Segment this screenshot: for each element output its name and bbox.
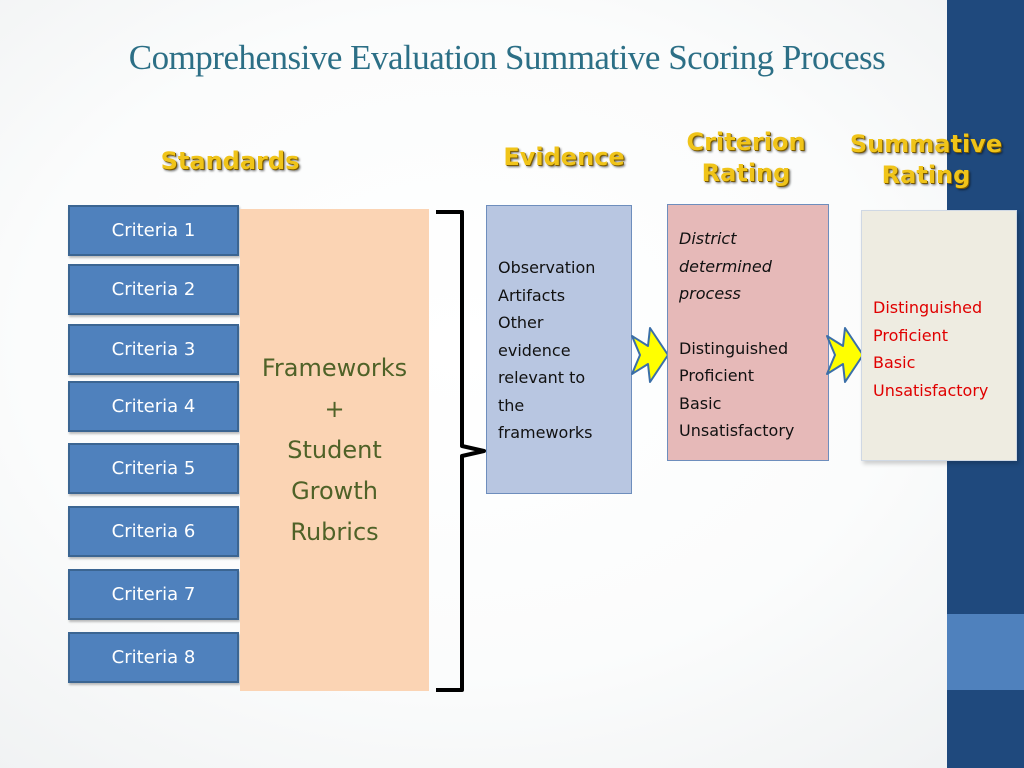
criteria-box: Criteria 8 [68,632,239,683]
criteria-box: Criteria 7 [68,569,239,620]
criterion-level: Basic [679,393,722,413]
summative-level: Distinguished [873,298,983,317]
frameworks-line: + [324,394,345,423]
summative-rating-box: Distinguished Proficient Basic Unsatisfa… [861,210,1017,461]
evidence-line: Other [498,313,544,332]
sidebar-accent [947,614,1024,690]
header-summative-line: Summative [849,130,1003,158]
criterion-level: Unsatisfactory [679,421,795,440]
criteria-box: Criteria 5 [68,443,239,494]
evidence-box: Observation Artifacts Other evidence rel… [486,205,632,494]
header-summative-rating: Summative Rating [826,129,1024,191]
evidence-line: frameworks [498,423,593,442]
evidence-line: Artifacts [498,285,566,305]
evidence-line: Observation [498,258,596,277]
right-brace-icon [436,210,486,692]
frameworks-line: Rubrics [290,517,379,546]
criterion-rating-box: District determined process Distinguishe… [667,204,829,461]
frameworks-line: Frameworks [261,353,408,382]
summative-level: Proficient [873,325,948,345]
spacer [679,308,828,335]
criteria-box: Criteria 6 [68,506,239,557]
header-summative-line: Rating [881,161,971,189]
header-criterion-rating: Criterion Rating [646,127,846,189]
slide-title: Comprehensive Evaluation Summative Scori… [128,38,886,77]
frameworks-line: Student [287,435,382,464]
criteria-box: Criteria 1 [68,205,239,256]
frameworks-line: Growth [291,476,378,505]
criterion-level: Proficient [679,366,754,385]
criteria-box: Criteria 3 [68,324,239,375]
header-criterion-line: Rating [701,159,791,187]
evidence-line: relevant to [498,368,586,387]
header-criterion-line: Criterion [686,128,806,156]
arrow-right-icon [826,327,864,383]
header-standards: Standards [160,147,300,175]
criterion-process-line: process [679,284,741,303]
criteria-box: Criteria 4 [68,381,239,432]
criteria-box: Criteria 2 [68,264,239,315]
criterion-process-line: District [679,229,737,248]
frameworks-box: Frameworks + Student Growth Rubrics [240,209,429,691]
arrow-right-icon [631,327,669,383]
evidence-line: evidence [498,340,571,360]
criterion-level: Distinguished [679,338,789,358]
summative-level: Unsatisfactory [873,380,989,400]
header-evidence: Evidence [503,143,625,171]
summative-level: Basic [873,353,916,372]
criterion-process-line: determined [679,256,772,276]
evidence-line: the [498,395,525,415]
